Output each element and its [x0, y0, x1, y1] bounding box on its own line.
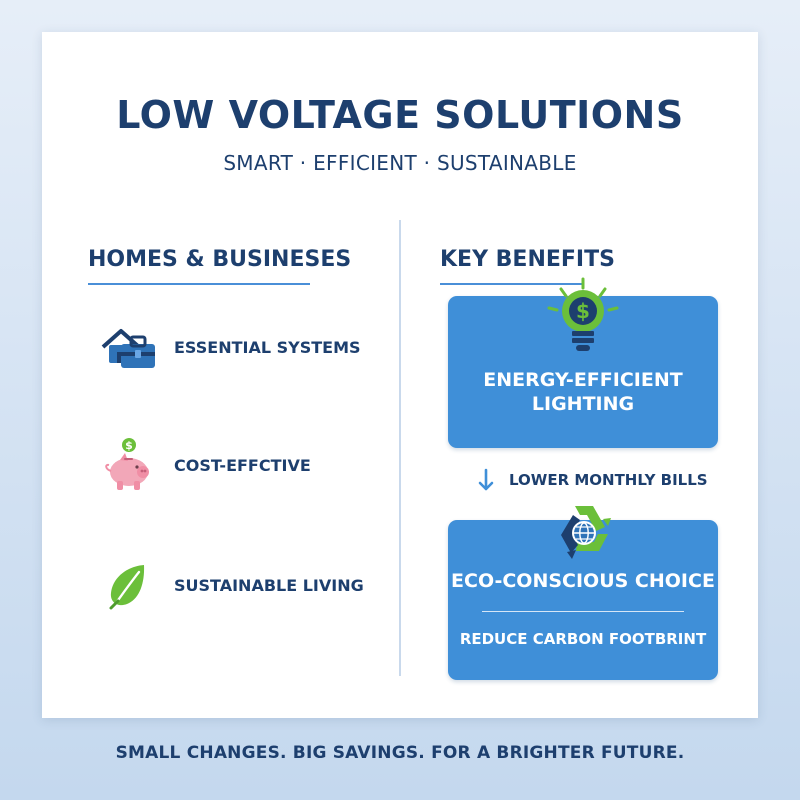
- house-briefcase-icon: [100, 322, 158, 374]
- main-card: LOW VOLTAGE SOLUTIONS SMART · EFFICIENT …: [42, 32, 758, 718]
- section-divider: [399, 220, 401, 676]
- energy-efficient-lighting-title: ENERGY-EFFICIENT LIGHTING: [483, 369, 683, 415]
- reduce-carbon-footprint-label: REDUCE CARBON FOOTBRINT: [459, 630, 707, 648]
- benefit-divider: [482, 611, 684, 612]
- homes-businesses-heading: HOMES & BUSINESES: [88, 245, 351, 285]
- cost-effective-label: COST-EFFCTIVE: [174, 456, 311, 475]
- sustainable-living-item: SUSTAINABLE LIVING: [100, 560, 390, 612]
- svg-text:$: $: [125, 439, 133, 452]
- eco-conscious-choice-title: ECO-CONSCIOUS CHOICE: [451, 570, 715, 592]
- eco-conscious-choice-card: ECO-CONSCIOUS CHOICE REDUCE CARBON FOOTB…: [448, 520, 718, 680]
- piggy-bank-icon: $: [100, 438, 158, 492]
- page-subtitle: SMART · EFFICIENT · SUSTAINABLE: [223, 151, 577, 175]
- sustainable-living-label: SUSTAINABLE LIVING: [174, 576, 364, 595]
- down-arrow-icon: [474, 466, 498, 494]
- lower-monthly-bills-row: LOWER MONTHLY BILLS: [474, 466, 734, 494]
- recycle-globe-icon: [549, 498, 619, 568]
- page-title: LOW VOLTAGE SOLUTIONS: [116, 93, 684, 137]
- lightbulb-dollar-icon: $: [541, 276, 625, 360]
- key-benefits-heading: KEY BENEFITS: [440, 245, 615, 285]
- essential-systems-item: ESSENTIAL SYSTEMS: [100, 322, 390, 374]
- lower-monthly-bills-label: LOWER MONTHLY BILLS: [509, 471, 708, 489]
- essential-systems-label: ESSENTIAL SYSTEMS: [174, 338, 361, 357]
- svg-text:$: $: [576, 299, 590, 323]
- leaf-icon: [100, 560, 158, 612]
- cost-effective-item: $ COST-EFFCTIVE: [100, 438, 390, 492]
- footer-tagline: SMALL CHANGES. BIG SAVINGS. FOR A BRIGHT…: [115, 743, 685, 763]
